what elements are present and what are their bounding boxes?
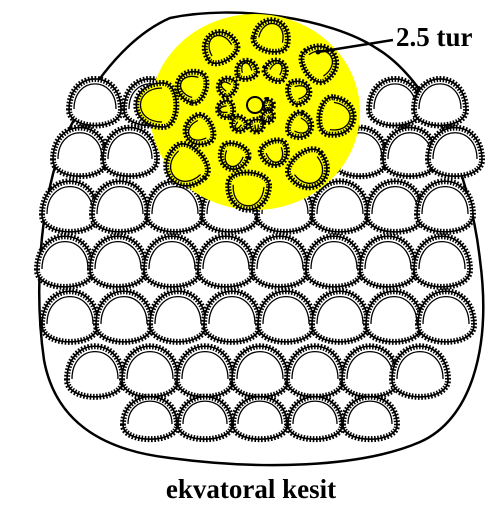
whorl-chamber bbox=[250, 119, 264, 132]
outer-chamber bbox=[414, 79, 466, 126]
proloculus bbox=[247, 97, 263, 113]
callout-label: 2.5 tur bbox=[396, 22, 473, 53]
outer-chamber bbox=[69, 79, 121, 126]
figure-caption: ekvatoral kesit bbox=[0, 474, 502, 505]
outer-chamber bbox=[178, 397, 232, 440]
outer-chamber bbox=[103, 128, 157, 177]
outer-chamber bbox=[123, 397, 177, 440]
outer-chamber bbox=[428, 128, 482, 177]
whorl-chamber bbox=[136, 83, 176, 127]
outer-chamber bbox=[53, 128, 107, 177]
outer-chamber bbox=[288, 397, 342, 440]
outer-chamber bbox=[343, 397, 397, 440]
callout-leader-dot bbox=[316, 50, 321, 55]
outer-chamber bbox=[233, 397, 287, 440]
